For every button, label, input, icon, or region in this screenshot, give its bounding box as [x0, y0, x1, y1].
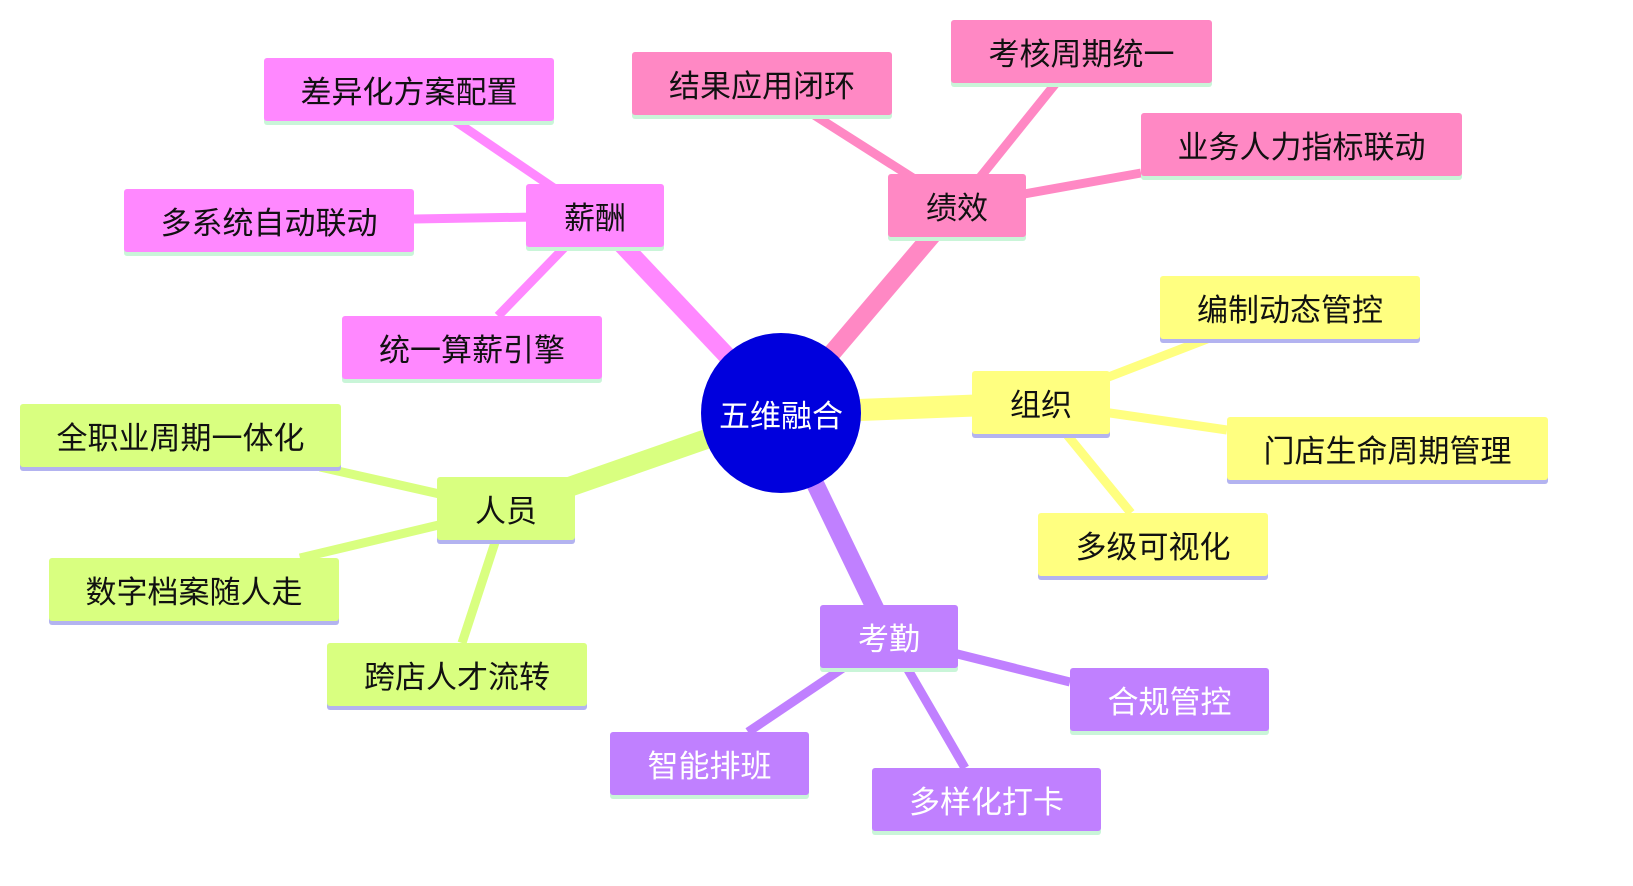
leaf-node-organization-1: 门店生命周期管理 [1227, 417, 1548, 480]
branch-node-attendance-label: 考勤 [858, 622, 920, 658]
leaf-node-attendance-0: 合规管控 [1070, 668, 1269, 731]
leaf-node-performance-0-label: 结果应用闭环 [669, 69, 855, 105]
leaf-node-personnel-1-label: 数字档案随人走 [85, 575, 303, 611]
leaf-node-attendance-0-label: 合规管控 [1107, 685, 1232, 721]
leaf-node-organization-2-label: 多级可视化 [1075, 530, 1231, 566]
branch-node-performance: 绩效 [888, 174, 1026, 237]
leaf-node-performance-2: 业务人力指标联动 [1141, 113, 1462, 176]
leaf-node-performance-0: 结果应用闭环 [632, 52, 892, 115]
branch-node-personnel-label: 人员 [475, 494, 537, 530]
leaf-node-organization-1-label: 门店生命周期管理 [1263, 434, 1512, 470]
branch-node-salary-label: 薪酬 [564, 201, 626, 237]
leaf-node-organization-2: 多级可视化 [1038, 513, 1268, 576]
leaf-node-organization-0: 编制动态管控 [1160, 276, 1420, 339]
branch-node-personnel: 人员 [437, 477, 575, 540]
leaf-node-personnel-0-label: 全职业周期一体化 [56, 421, 305, 457]
branch-node-organization: 组织 [972, 371, 1110, 434]
leaf-node-attendance-1-label: 多样化打卡 [909, 785, 1064, 821]
leaf-node-attendance-1: 多样化打卡 [872, 768, 1101, 831]
branch-node-organization-label: 组织 [1010, 388, 1072, 424]
leaf-node-salary-2-label: 统一算薪引擎 [379, 333, 565, 369]
leaf-node-attendance-2: 智能排班 [610, 732, 809, 795]
branch-node-performance-label: 绩效 [926, 191, 988, 227]
leaf-node-personnel-2-label: 跨店人才流转 [364, 660, 550, 696]
leaf-node-salary-0: 差异化方案配置 [264, 58, 554, 121]
leaf-node-salary-2: 统一算薪引擎 [342, 316, 602, 379]
branch-node-salary: 薪酬 [526, 184, 664, 247]
leaf-node-personnel-0: 全职业周期一体化 [20, 404, 341, 467]
leaf-node-salary-1: 多系统自动联动 [124, 189, 414, 252]
leaf-node-attendance-2-label: 智能排班 [647, 749, 772, 785]
leaf-node-salary-1-label: 多系统自动联动 [160, 206, 378, 242]
leaf-node-performance-2-label: 业务人力指标联动 [1177, 130, 1426, 166]
leaf-node-performance-1-label: 考核周期统一 [988, 37, 1175, 73]
leaf-node-organization-0-label: 编制动态管控 [1197, 293, 1383, 329]
leaf-node-salary-0-label: 差异化方案配置 [300, 75, 518, 111]
center-node: 五维融合 [701, 333, 861, 493]
leaf-node-personnel-1: 数字档案随人走 [49, 558, 339, 621]
branch-node-attendance: 考勤 [820, 605, 958, 668]
leaf-node-performance-1: 考核周期统一 [951, 20, 1212, 83]
leaf-node-personnel-2: 跨店人才流转 [327, 643, 587, 706]
center-node-label: 五维融合 [719, 398, 843, 435]
